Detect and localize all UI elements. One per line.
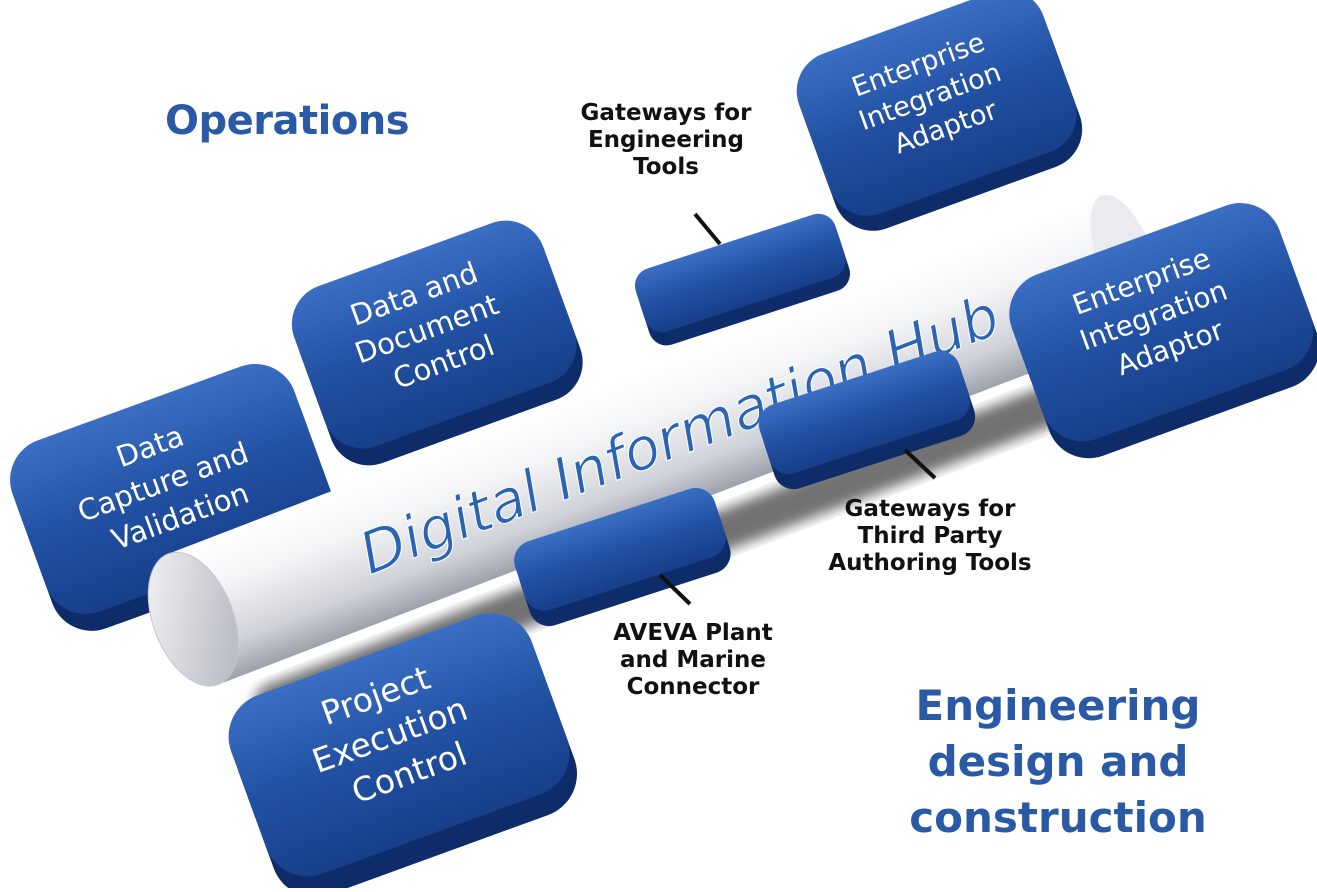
callout-gateways-third-party: Gateways for Third Party Authoring Tools [828, 496, 1032, 576]
gateway-pad-engineering-tools [634, 213, 851, 346]
callout-gateways-engineering-tools: Gateways for Engineering Tools [580, 100, 752, 180]
module-project-execution-control: Project Execution Control [228, 613, 577, 892]
gateway-pad-aveva-connector [514, 487, 731, 627]
leader-line-aveva [658, 573, 692, 606]
module-enterprise-integration-adaptor-right: Enterprise Integration Adaptor [1009, 203, 1317, 459]
operations-heading: Operations [165, 98, 410, 144]
module-data-and-document-control: Data and Document Control [291, 220, 583, 466]
callout-aveva-connector: AVEVA Plant and Marine Connector [613, 620, 773, 700]
leader-line-engineering-tools [693, 212, 722, 246]
svg-text:Project Execution: Project Execution Control [293, 646, 497, 821]
leader-line-third-party [903, 448, 937, 480]
gateway-pad-third-party [758, 351, 976, 490]
engineering-heading: Engineering design and construction [909, 681, 1207, 842]
module-enterprise-integration-adaptor-top: Enterprise Integration Adaptor [796, 0, 1083, 231]
